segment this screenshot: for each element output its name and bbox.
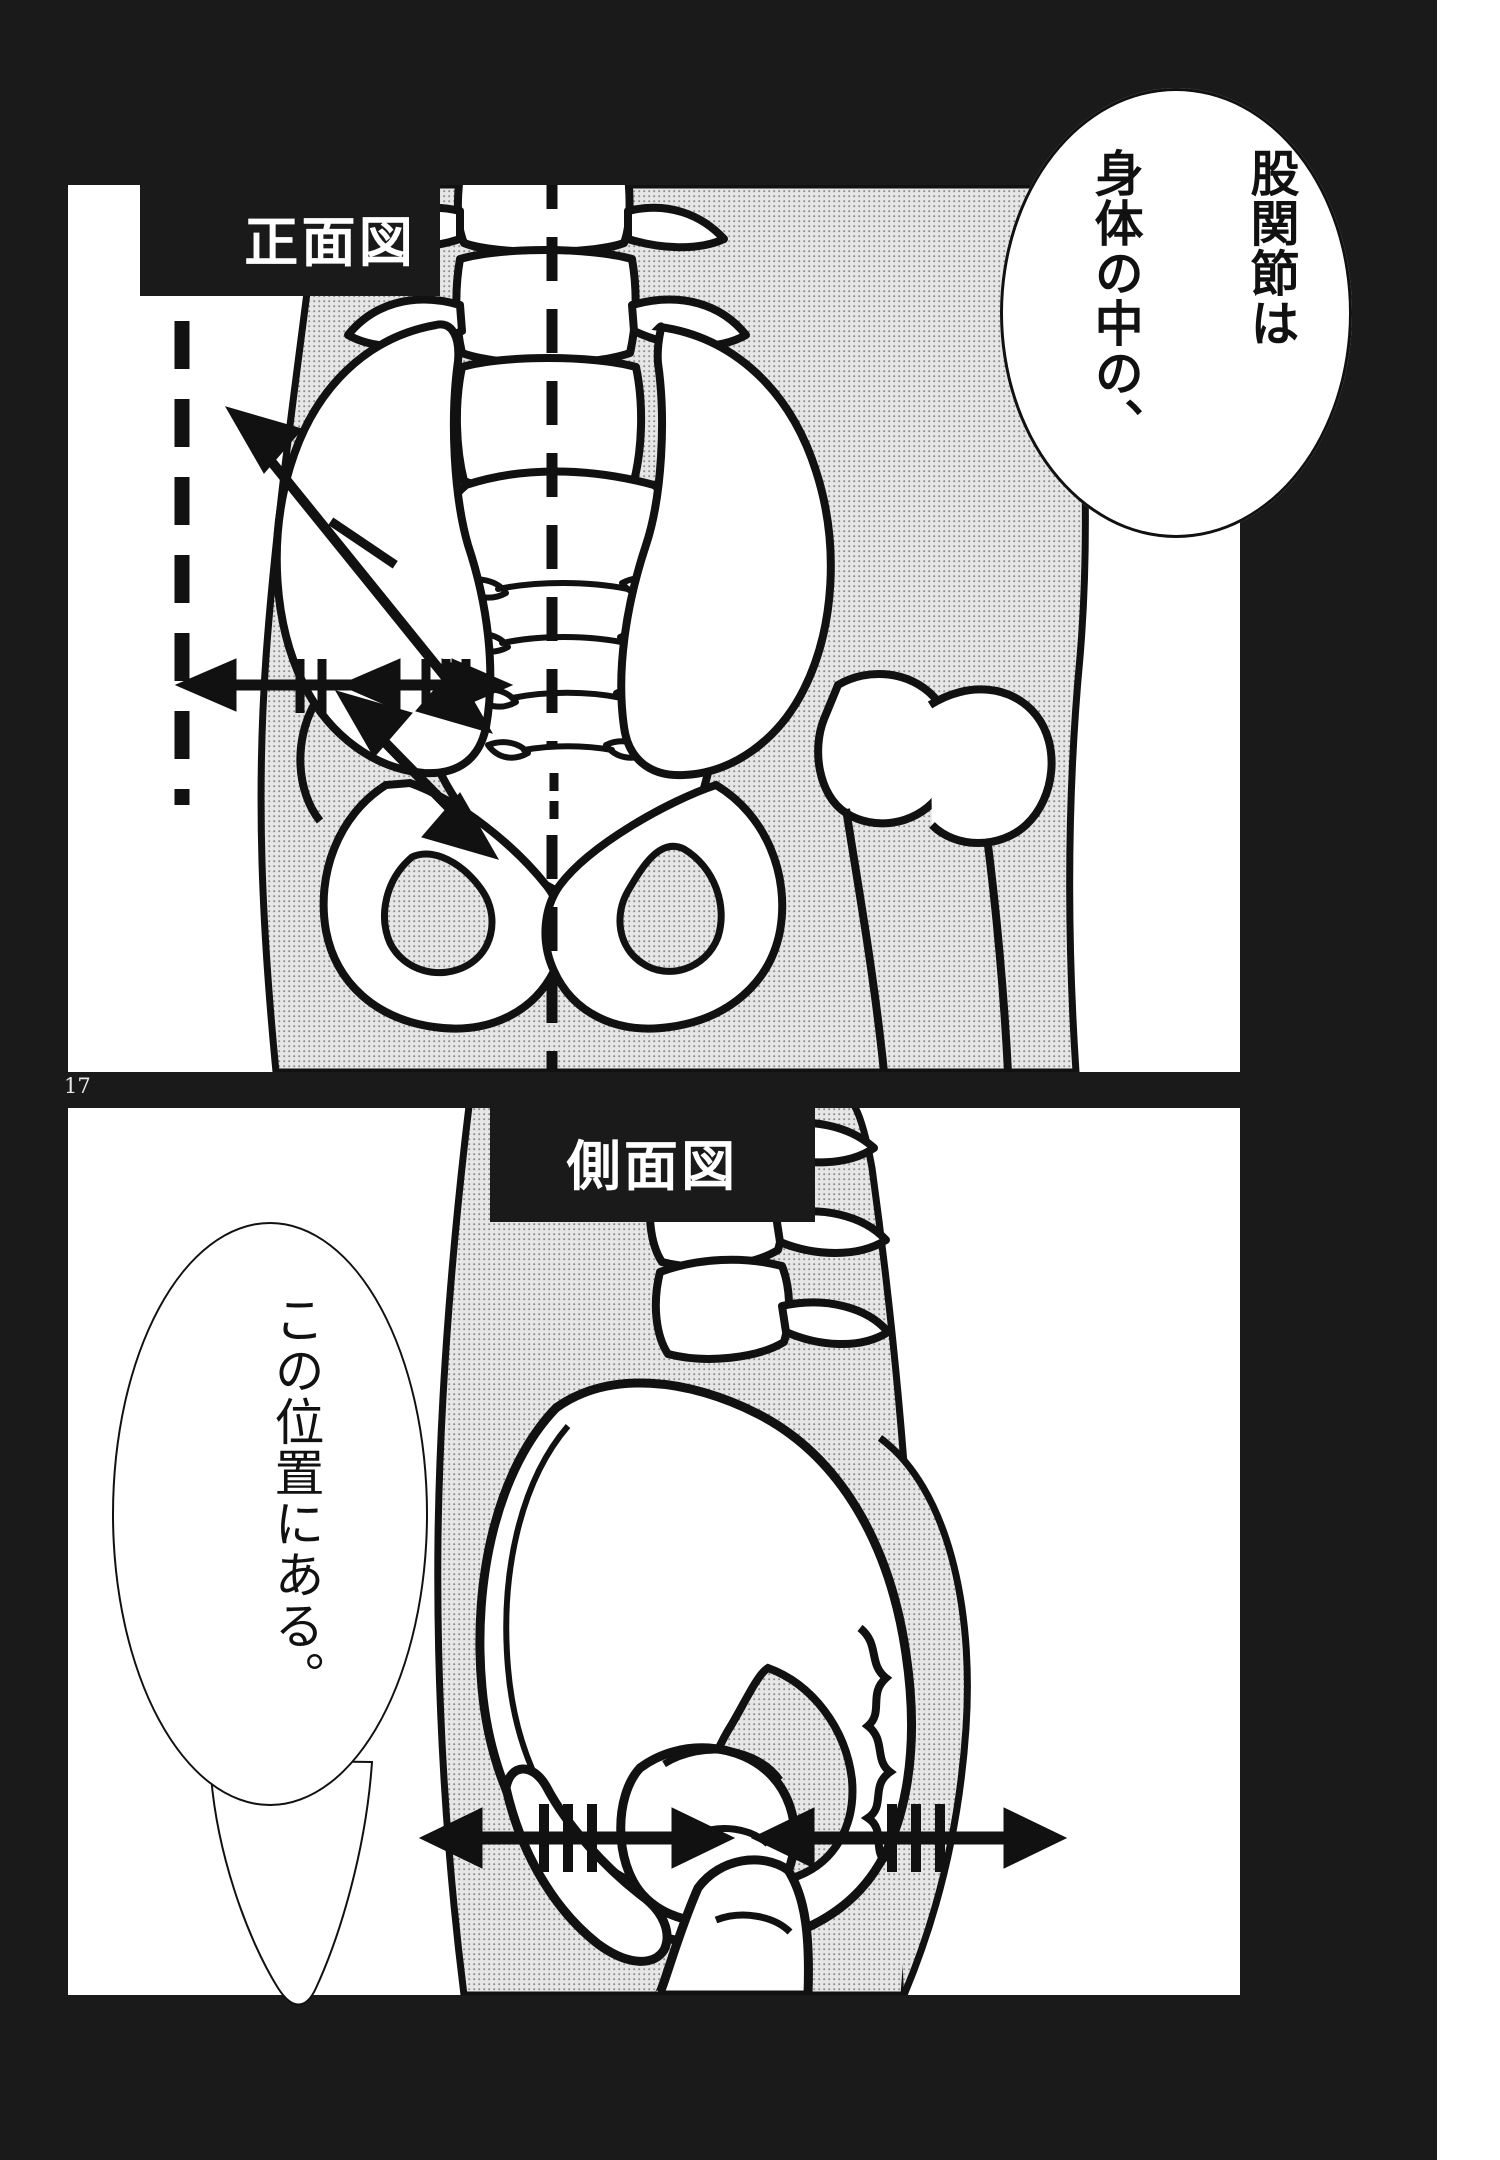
panel-title-front-view: 正面図: [140, 178, 440, 296]
measure-arrow-side-left: [418, 1804, 736, 1872]
measure-arrow-diagonal: [224, 406, 494, 734]
page-number: 17: [64, 1074, 91, 1098]
panel-title-side-view: 側面図: [490, 1100, 815, 1222]
pubis-ischium-left: [319, 778, 567, 1033]
speech-balloon-bottom: この位置にある。: [112, 1222, 428, 1806]
femur-side: [653, 1855, 813, 1995]
femur-right: [814, 670, 1056, 1072]
balloon-bottom-column-1: この位置にある。: [266, 1294, 325, 1702]
balloon-top-column-1: 股関節は: [1242, 148, 1300, 348]
measure-arrow-diagonal-lower: [334, 690, 500, 860]
comic-page: 正面図 側面図 17 股関節は 身体の中の、 この位置にある。: [0, 0, 1437, 2160]
ilium-right: [617, 322, 835, 780]
speech-balloon-top-text: 股関節は 身体の中の、: [985, 148, 1401, 478]
pubis-ischium-right: [541, 780, 787, 1033]
measure-arrow-side-right: [750, 1804, 1068, 1872]
speech-balloon-bottom-text: この位置にある。: [162, 1294, 427, 1734]
side-view-artwork: [418, 1108, 1068, 1995]
speech-balloon-top: 股関節は 身体の中の、: [1000, 88, 1352, 538]
page-right-margin: [1437, 0, 1500, 2160]
balloon-top-column-2: 身体の中の、: [1086, 148, 1144, 448]
femur-left: [296, 703, 324, 824]
